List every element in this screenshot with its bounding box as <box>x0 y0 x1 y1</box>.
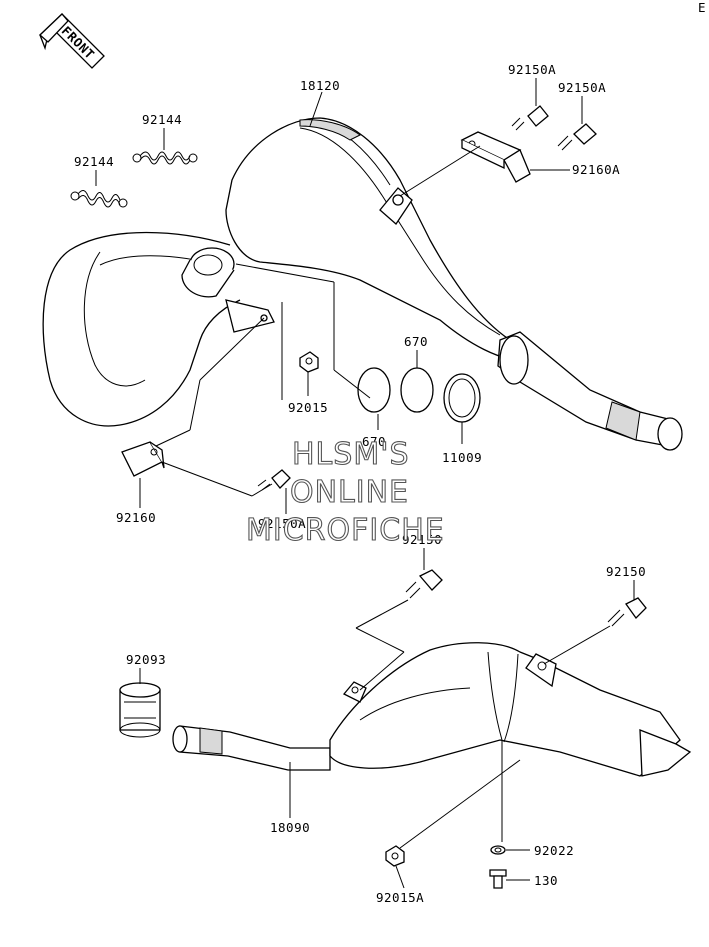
callout-92150A-right: 92150A <box>558 80 606 95</box>
callout-130: 130 <box>534 873 558 888</box>
callout-92144-top: 92144 <box>142 112 182 127</box>
gasket-670-first <box>357 367 391 413</box>
bracket-92160-part <box>121 441 165 477</box>
sleeve-92093-part <box>119 682 161 738</box>
watermark: HLSM'S ONLINE MICROFICHE <box>245 436 445 548</box>
bolt-130-part <box>489 869 507 889</box>
callout-92144-left: 92144 <box>74 154 114 169</box>
callout-92150A-top: 92150A <box>508 62 556 77</box>
callout-92093: 92093 <box>126 652 166 667</box>
bolt-92150A-upper <box>511 105 549 131</box>
callout-92150-right: 92150 <box>606 564 646 579</box>
callout-11009: 11009 <box>442 450 482 465</box>
callout-670-top: 670 <box>404 334 428 349</box>
callout-92022: 92022 <box>534 843 574 858</box>
seal-11009-part <box>443 373 481 423</box>
corner-mark: E <box>698 0 706 15</box>
callout-18090: 18090 <box>270 820 310 835</box>
callout-92160A: 92160A <box>572 162 620 177</box>
bolt-92150-right <box>607 597 647 627</box>
bolt-92150A-lower <box>257 469 291 491</box>
spring-92144-lower <box>70 190 128 208</box>
front-arrow-icon: FRONT <box>39 13 105 69</box>
leader-lines-top <box>95 78 583 514</box>
callout-92150-center: 92150 <box>402 532 442 547</box>
front-arrow-label: FRONT <box>59 23 98 62</box>
bolt-92150-center <box>405 569 443 599</box>
watermark-line3: MICROFICHE <box>246 513 445 548</box>
nut-92015A-part <box>385 845 405 867</box>
bracket-92160A-part <box>460 131 531 183</box>
callout-92015A: 92015A <box>376 890 424 905</box>
silencer-part <box>172 642 692 777</box>
nut-92015-part <box>299 351 319 373</box>
callout-92160: 92160 <box>116 510 156 525</box>
callout-670-bottom: 670 <box>362 434 386 449</box>
gasket-670-second <box>400 367 434 413</box>
washer-92022-part <box>490 845 506 855</box>
callout-18120: 18120 <box>300 78 340 93</box>
watermark-line1: HLSM'S <box>292 437 410 472</box>
spring-92144-upper <box>132 151 198 165</box>
expansion-chamber-part <box>42 117 683 451</box>
leader-lines-bottom <box>139 548 635 889</box>
watermark-line2: ONLINE <box>290 475 409 510</box>
callout-92150A-lower: 92150A <box>258 516 306 531</box>
bolt-92150A-right <box>557 123 597 151</box>
callout-92015: 92015 <box>288 400 328 415</box>
